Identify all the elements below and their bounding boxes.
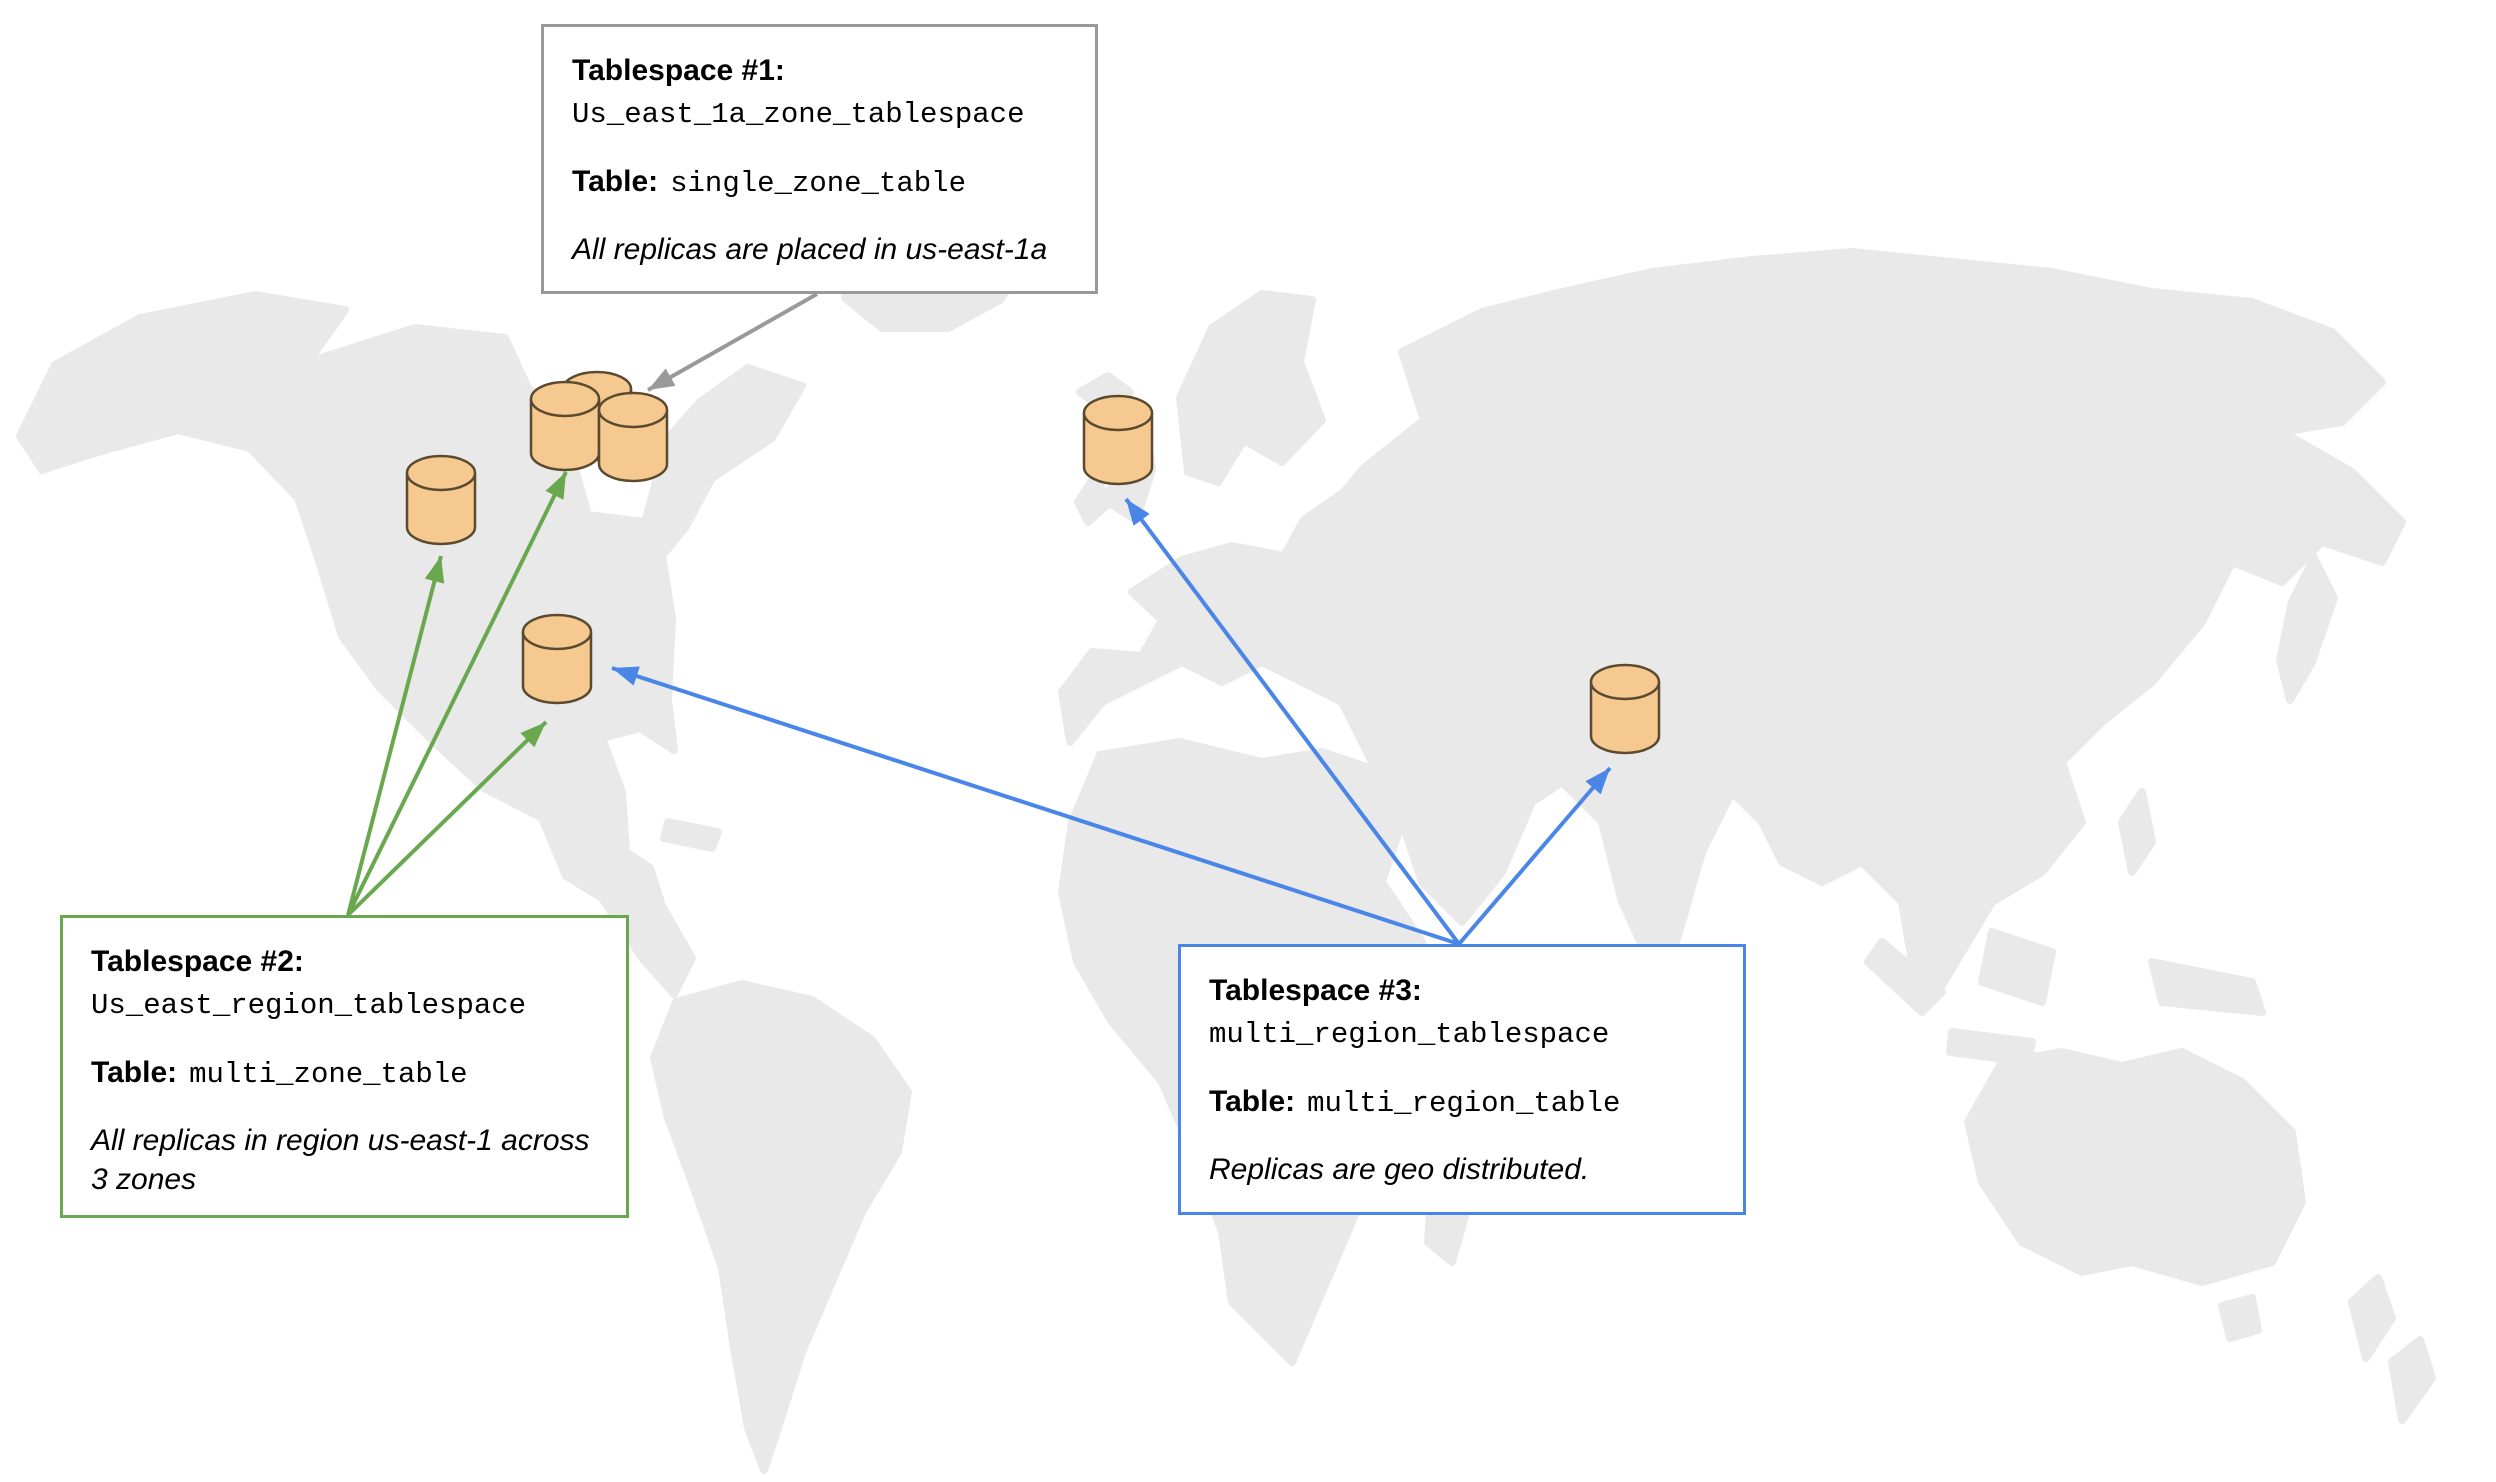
island-cuba (660, 818, 722, 852)
tablespace3-callout: Tablespace #3: multi_region_tablespace T… (1178, 944, 1746, 1215)
tablespace-name: Us_east_region_tablespace (91, 989, 527, 1022)
region-scandinavia (1176, 290, 1326, 486)
arrow-tablespace2-to-zone-a (346, 555, 445, 916)
arrow-tablespace3-to-europe (1124, 497, 1461, 946)
callout-note: All replicas in region us-east-1 across … (91, 1124, 590, 1197)
database-icon-europe (1082, 394, 1154, 486)
callout-heading: Tablespace #2: (91, 945, 304, 978)
arrow-tablespace2-to-zone-c (346, 720, 548, 917)
table-row: Table: multi_zone_table (91, 1053, 598, 1094)
table-label: Table: (572, 164, 659, 198)
table-name: multi_region_table (1307, 1086, 1621, 1120)
table-label: Table: (91, 1055, 178, 1089)
arrow-tablespace2-to-zone-b (346, 471, 568, 916)
callout-note: All replicas are placed in us-east-1a (572, 233, 1048, 267)
island-new-zealand-north (2348, 1274, 2396, 1362)
table-row: Table: multi_region_table (1209, 1082, 1715, 1123)
database-icon-zone-west (405, 454, 477, 546)
database-icon-cluster-front (597, 391, 669, 483)
island-japan (2276, 554, 2338, 704)
island-new-guinea (2148, 958, 2266, 1016)
callout-heading: Tablespace #3: (1209, 974, 1422, 1007)
continent-australia (1964, 1048, 2306, 1286)
table-row: Table: single_zone_table (572, 162, 1067, 203)
island-new-zealand-south (2388, 1336, 2436, 1424)
arrow-tablespace3-to-asia (1457, 766, 1612, 946)
table-label: Table: (1209, 1084, 1296, 1118)
database-icon-cluster-left (529, 380, 601, 472)
tablespace1-callout: Tablespace #1: Us_east_1a_zone_tablespac… (541, 24, 1098, 294)
island-tasmania (2218, 1294, 2262, 1342)
island-ireland (1074, 470, 1112, 526)
tablespace-name: Us_east_1a_zone_tablespace (572, 98, 1025, 131)
continent-north-america (16, 291, 806, 998)
island-philippines (2118, 788, 2156, 876)
callout-heading: Tablespace #1: (572, 54, 785, 87)
database-icon-asia (1589, 663, 1661, 755)
arrow-tablespace1-to-cluster (647, 292, 818, 392)
table-name: multi_zone_table (189, 1057, 468, 1091)
table-name: single_zone_table (670, 166, 966, 200)
tablespace2-callout: Tablespace #2: Us_east_region_tablespace… (60, 915, 629, 1218)
island-sumatra (1864, 938, 1946, 1016)
callout-note: Replicas are geo distributed. (1209, 1153, 1590, 1187)
continent-eurasia (1058, 248, 2406, 1006)
tablespace-name: multi_region_tablespace (1209, 1018, 1610, 1051)
arrow-tablespace3-to-us (611, 666, 1460, 946)
island-borneo (1978, 928, 2056, 1006)
database-icon-zone-south (521, 613, 593, 705)
continent-south-america (650, 980, 912, 1474)
